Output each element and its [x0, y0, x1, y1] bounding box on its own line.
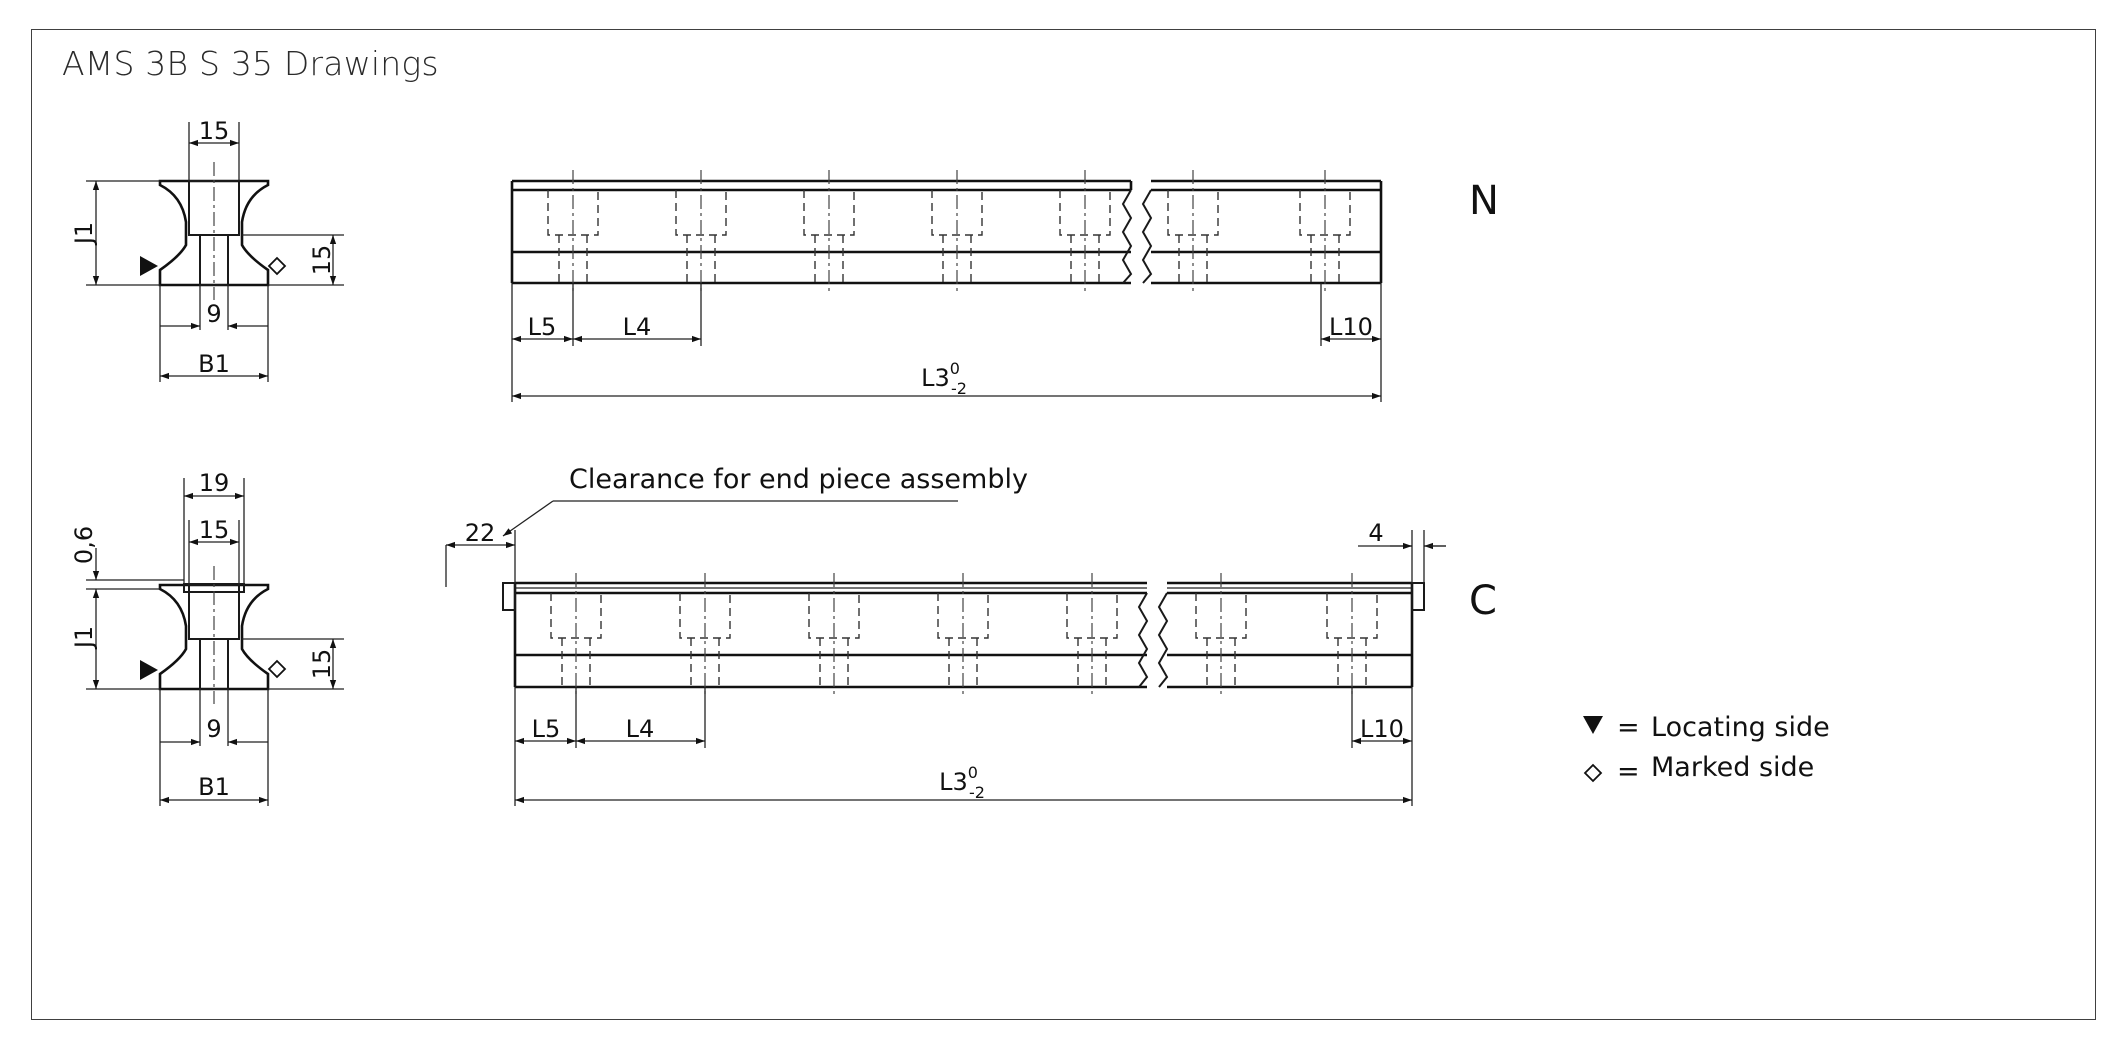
dim-length-n: L30-2 [921, 359, 967, 398]
legend-marked-text: Marked side [1651, 752, 1814, 783]
legend-eq-2: = [1617, 756, 1640, 787]
bore-c [199, 638, 229, 690]
rail-holes-c [550, 573, 1378, 697]
view-label-n: N [1469, 178, 1499, 224]
dim-pitch-n: L4 [623, 313, 652, 341]
dim-end-pitch-n: L5 [528, 313, 557, 341]
legend-triangle-icon [1583, 716, 1603, 734]
clearance-note: Clearance for end piece assembly [569, 464, 1028, 495]
legend-diamond-icon [1583, 763, 1603, 783]
view-label-c: C [1469, 578, 1497, 624]
section-view-c: 19 15 0,6 J1 15 9 B1 [70, 469, 344, 806]
marked-side-icon-c [267, 659, 287, 679]
rail-view-n: L5 L4 L10 L30-2 N [510, 170, 1499, 402]
legend-locating-text: Locating side [1651, 712, 1830, 743]
section-view-n: 15 J1 15 9 B1 [70, 117, 344, 382]
dim-top-width-n: 15 [199, 117, 230, 145]
dim-end-length-c: L10 [1360, 715, 1404, 743]
page-title: AMS 3B S 35 Drawings [62, 44, 439, 83]
end-piece-right [1411, 582, 1425, 611]
dim-side-height-n: 15 [308, 245, 336, 276]
rail-view-c: Clearance for end piece assembly 22 4 L5… [445, 464, 1497, 806]
dim-offset-c: 0,6 [70, 526, 98, 564]
dim-clearance-right: 4 [1368, 519, 1383, 547]
dim-outer-width-c: 19 [199, 469, 230, 497]
bore-n [199, 234, 229, 286]
dim-base-width-c: B1 [198, 773, 230, 801]
dim-bore-width-c: 9 [206, 715, 221, 743]
dim-base-width-n: B1 [198, 350, 230, 378]
dim-bore-width-n: 9 [206, 300, 221, 328]
dim-side-height-c: 15 [308, 649, 336, 680]
drawing-frame [31, 29, 2096, 1020]
dim-end-pitch-c: L5 [532, 715, 561, 743]
legend-eq-1: = [1617, 712, 1640, 743]
rail-holes-n [547, 170, 1351, 293]
locating-side-icon [140, 256, 158, 276]
dim-height-c: J1 [70, 626, 98, 650]
dim-height-n: J1 [70, 222, 98, 246]
dim-top-width-c: 15 [199, 516, 230, 544]
dim-length-c: L30-2 [939, 763, 985, 802]
dim-end-length-n: L10 [1329, 313, 1373, 341]
marked-side-icon [267, 256, 287, 276]
locating-side-icon-c [140, 660, 158, 680]
legend: = Locating side = Marked side [1583, 712, 1830, 787]
dim-pitch-c: L4 [626, 715, 655, 743]
dim-clearance-left: 22 [465, 519, 496, 547]
end-piece-left [502, 582, 516, 611]
